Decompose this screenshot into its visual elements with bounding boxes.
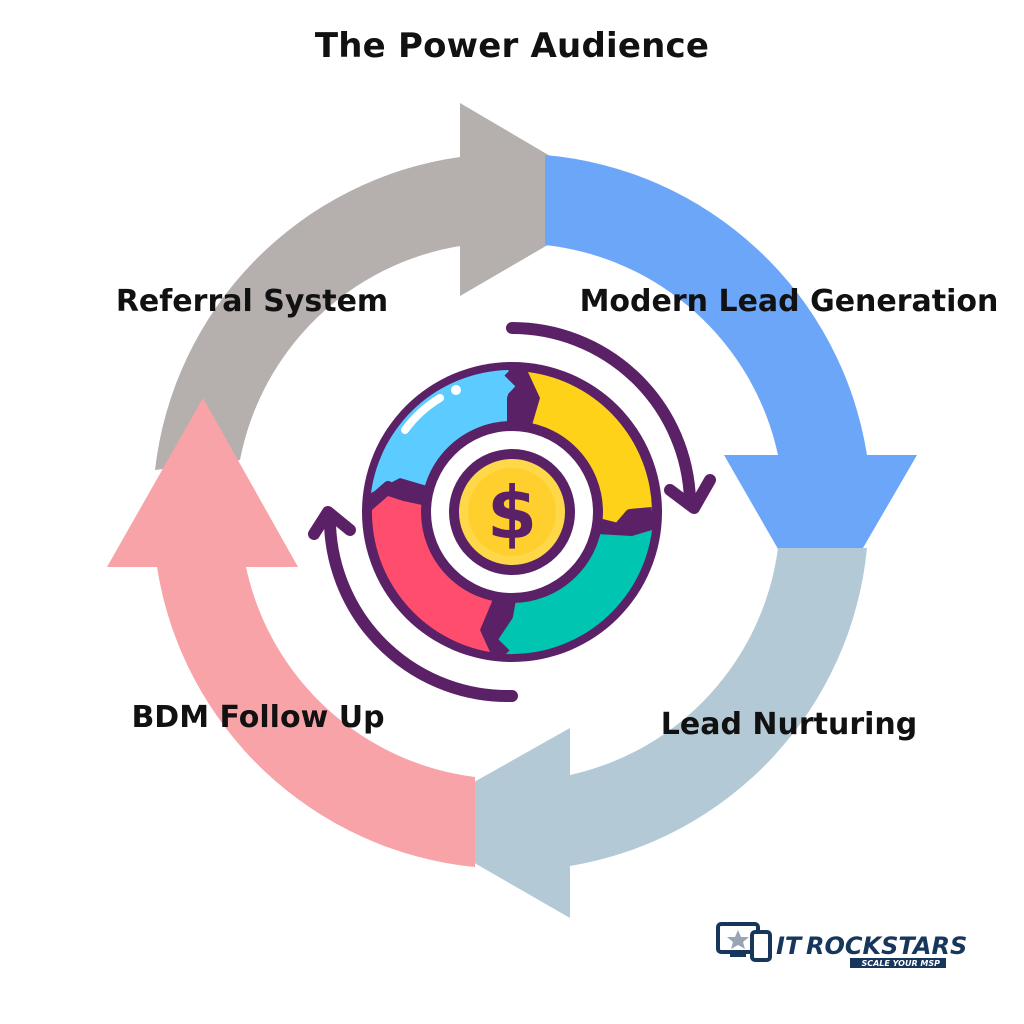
diagram-title: The Power Audience [314,26,710,66]
label-modern-lead-generation: Modern Lead Generation [580,284,999,319]
label-lead-nurturing: Lead Nurturing [661,707,918,742]
arrow-referral-system [155,103,625,470]
logo-brand-name: ROCKSTARS [806,932,967,960]
it-rockstars-logo: IT ROCKSTARS SCALE YOUR MSP [716,922,967,968]
clockwise-arrow-icon [506,322,696,506]
devices-icon [716,922,772,962]
arrow-lead-nurturing [403,548,867,918]
dollar-cycle-icon: $ [308,322,716,703]
logo-brand-prefix: IT [776,932,803,960]
label-bdm-follow-up: BDM Follow Up [131,700,384,735]
label-referral-system: Referral System [116,284,388,319]
cycle-arrows [107,103,917,918]
dollar-symbol: $ [487,471,537,555]
arrow-bdm-follow-up [107,398,475,867]
arrow-modern-lead-generation [545,155,917,622]
counterclockwise-arrow-icon [324,519,518,703]
logo-tagline: SCALE YOUR MSP [861,959,940,968]
